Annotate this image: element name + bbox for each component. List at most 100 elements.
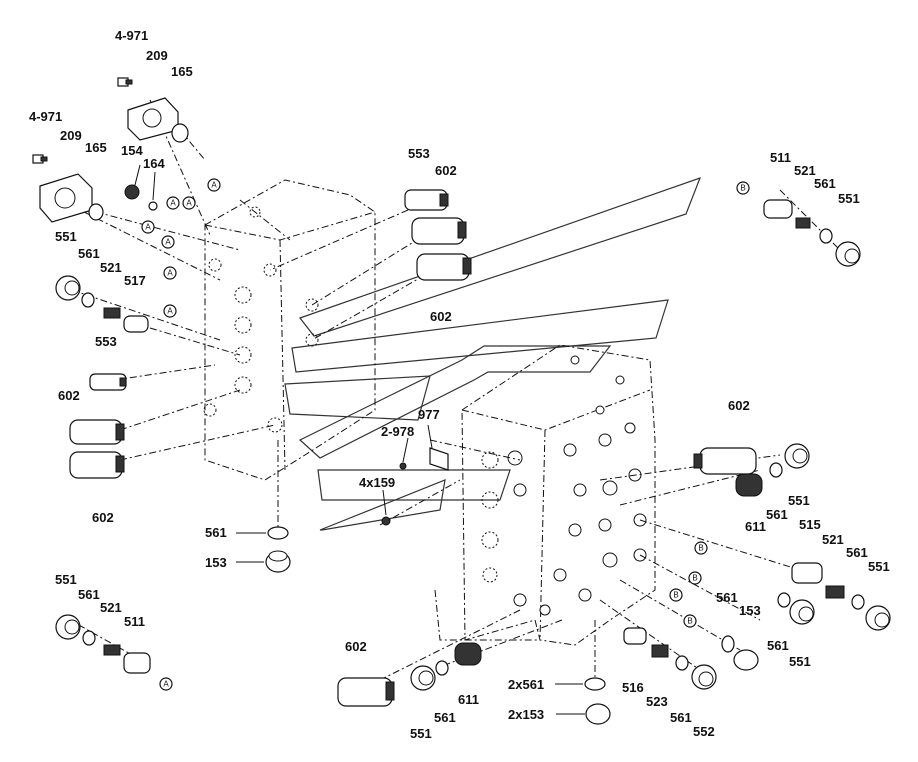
part-plug-153-mid [265,550,291,573]
part-valve-602-right [693,447,757,475]
label-602-top: 602 [435,163,457,178]
label-leaders [134,164,585,715]
label-551-r3: 551 [789,654,811,669]
label-153-r: 153 [739,603,761,618]
label-561-r2: 561 [846,545,868,560]
label-561-bot2: 561 [670,710,692,725]
marker-a-1: A [207,178,221,192]
label-552: 552 [693,724,715,739]
label-165-mid: 165 [85,140,107,155]
svg-text:B: B [687,617,692,626]
part-oring-561-left [81,292,95,308]
label-165-top: 165 [171,64,193,79]
label-521-tr: 521 [794,163,816,178]
marker-a-3: A [182,196,196,210]
right-block-ports [481,355,647,616]
right-valve-block [434,344,656,646]
label-4x159: 4x159 [359,475,395,490]
label-511-tr: 511 [770,150,791,165]
label-611-r: 611 [745,519,766,534]
label-561-r3: 561 [716,590,738,605]
label-164: 164 [143,156,165,171]
label-517: 517 [124,273,146,288]
marker-a-8: A [159,677,173,691]
label-553-top: 553 [408,146,430,161]
part-valve-602-mid [416,253,472,281]
part-screw-2-978 [399,462,407,470]
part-spool-515 [791,562,823,584]
label-153-mid: 153 [205,555,227,570]
label-602-left1: 602 [58,388,80,403]
label-561-r4: 561 [767,638,789,653]
part-spring-521-left [103,307,121,319]
marker-b-5: B [683,614,697,628]
label-561-bl: 561 [78,587,100,602]
marker-b-4: B [669,588,683,602]
part-oring-165-top [171,123,189,143]
part-plug-551-left [55,275,81,301]
svg-text:B: B [698,544,703,553]
marker-a-6: A [163,266,177,280]
part-valve-602-bot [337,677,395,707]
part-plug-154 [124,184,140,200]
watermark-logo [284,177,702,531]
svg-text:A: A [145,223,151,232]
label-561-mid: 561 [205,525,227,540]
part-plug-551-r1 [784,443,810,469]
label-602-left2: 602 [92,510,114,525]
part-spring-521-bl [103,644,121,656]
svg-text:B: B [740,184,745,193]
part-bolt-4-971-top [117,77,133,87]
part-valve-602-left2 [69,451,125,479]
marker-a-7: A [163,304,177,318]
part-oring-164 [148,201,158,211]
label-4-971-mid: 4-971 [29,109,62,124]
label-553-left: 553 [95,334,117,349]
label-521-r: 521 [822,532,844,547]
part-valve-553-left [89,373,127,391]
label-154: 154 [121,143,143,158]
label-602-mid: 602 [430,309,452,324]
svg-text:A: A [167,269,173,278]
part-spring-521-r [825,585,845,599]
part-oring-165-mid [88,203,104,221]
part-spring-523 [651,644,669,658]
part-oring-561-bot [435,660,449,676]
part-plug-511-bl [123,652,151,674]
part-valve-611-bot [454,642,482,666]
part-labels: 4-971 209 165 4-971 209 165 154 164 553 … [29,28,890,741]
label-551-r2: 551 [868,559,890,574]
marker-b-1: B [736,181,750,195]
label-977: 977 [418,407,440,422]
label-611-bot: 611 [458,692,479,707]
part-plug-552 [691,664,717,690]
part-spool-517 [123,315,149,333]
part-plug-551-tr [835,241,861,267]
label-209-mid: 209 [60,128,82,143]
part-plug-511-tr [763,199,793,219]
part-plug-551-r3 [789,599,815,625]
label-561-r1: 561 [766,507,788,522]
label-602-bot: 602 [345,639,367,654]
part-plug-2x153 [585,703,611,725]
label-551-r1: 551 [788,493,810,508]
part-plug-153-r [733,649,759,671]
part-oring-561-r1 [769,462,783,478]
part-spring-521-tr [795,217,811,229]
part-oring-2x561 [584,677,606,691]
svg-text:A: A [170,199,176,208]
part-plug-551-bl [55,614,81,640]
part-oring-561-tr [819,228,833,244]
label-551-tr: 551 [838,191,860,206]
center-lines [69,99,841,690]
part-plug-551-bot [410,665,436,691]
label-521-bl: 521 [100,600,122,615]
label-561-tr: 561 [814,176,836,191]
svg-text:A: A [186,199,192,208]
label-4-971-top: 4-971 [115,28,148,43]
label-2x153: 2x153 [508,707,544,722]
label-516: 516 [622,680,644,695]
part-valve-602-top [411,217,467,245]
part-bolt-4-971-mid [32,154,48,164]
